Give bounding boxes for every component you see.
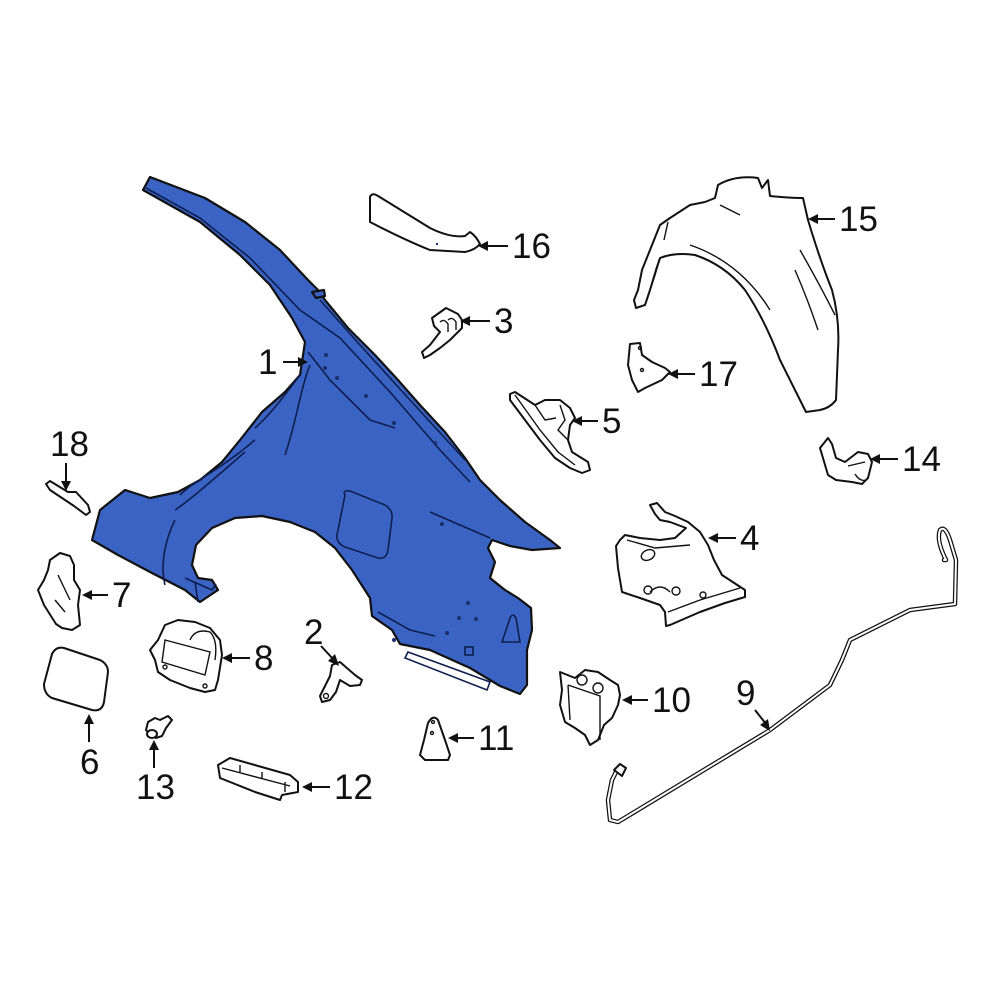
callout-13[interactable]: 13 <box>136 768 175 807</box>
leader-lines <box>61 214 898 792</box>
callout-3[interactable]: 3 <box>494 302 514 341</box>
callout-16[interactable]: 16 <box>512 227 551 266</box>
callout-4[interactable]: 4 <box>740 519 760 558</box>
callout-15[interactable]: 15 <box>839 200 878 239</box>
callout-17[interactable]: 17 <box>699 355 738 394</box>
part-18-bracket[interactable] <box>45 480 91 516</box>
part-6-fuel-door[interactable] <box>43 646 109 712</box>
part-1-quarter-panel[interactable] <box>90 175 562 696</box>
part-9-drain-hose[interactable] <box>605 526 959 825</box>
callout-8[interactable]: 8 <box>254 639 274 678</box>
callout-12[interactable]: 12 <box>334 768 373 807</box>
callout-18[interactable]: 18 <box>50 425 89 464</box>
part-16-reinforcement[interactable] <box>369 193 481 253</box>
part-4-wheelhouse-extension[interactable] <box>615 502 746 627</box>
part-3-bracket[interactable] <box>421 307 463 359</box>
part-12-extension[interactable] <box>217 757 299 801</box>
part-14-bracket[interactable] <box>819 437 873 485</box>
callout-14[interactable]: 14 <box>902 440 941 479</box>
part-13-hinge-clip[interactable] <box>145 715 173 739</box>
part-10-extension-panel[interactable] <box>559 669 621 746</box>
part-7-bracket[interactable] <box>37 552 81 631</box>
part-11-bracket[interactable] <box>419 716 451 761</box>
part-17-bracket[interactable] <box>627 342 671 393</box>
part-8-fuel-pocket[interactable] <box>149 619 223 693</box>
part-2-bracket[interactable] <box>319 661 363 703</box>
callout-6[interactable]: 6 <box>80 743 100 782</box>
callout-10[interactable]: 10 <box>652 681 691 720</box>
callout-7[interactable]: 7 <box>112 576 132 615</box>
callout-5[interactable]: 5 <box>602 402 622 441</box>
callout-2[interactable]: 2 <box>304 613 324 652</box>
part-5-reinforcement[interactable] <box>509 391 591 474</box>
callout-9[interactable]: 9 <box>736 674 756 713</box>
part-15-inner-wheelhouse[interactable] <box>633 176 840 413</box>
callout-1[interactable]: 1 <box>258 343 278 382</box>
callout-11[interactable]: 11 <box>478 719 515 758</box>
